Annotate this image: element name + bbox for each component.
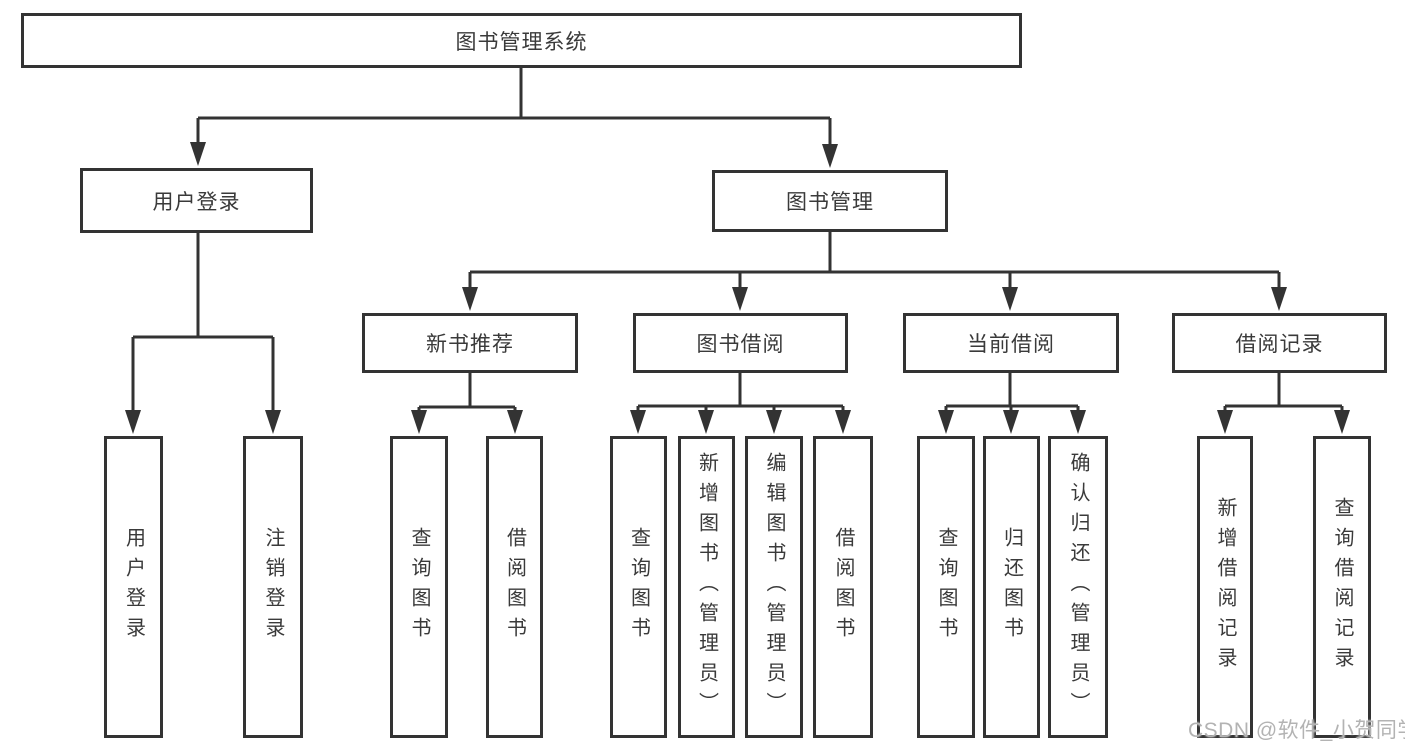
leaf-query-books-recommend: 查询图书 (390, 436, 448, 738)
node-user-login: 用户登录 (80, 168, 313, 233)
leaf-label: 借阅图书 (832, 527, 854, 647)
leaf-label: 确认归还（管理员） (1067, 452, 1089, 722)
node-borrow-record: 借阅记录 (1172, 313, 1387, 373)
leaf-user-login: 用户登录 (104, 436, 163, 738)
leaf-query-books-current: 查询图书 (917, 436, 975, 738)
leaf-borrow-books: 借阅图书 (813, 436, 873, 738)
connector-book-borrow-to-leaves (630, 373, 851, 434)
leaf-query-books-borrow: 查询图书 (610, 436, 667, 738)
leaf-label: 查询图书 (935, 527, 957, 647)
node-book-borrow: 图书借阅 (633, 313, 848, 373)
leaf-label: 新增图书（管理员） (695, 452, 718, 722)
connector-book-management-to-level3 (462, 232, 1287, 311)
watermark: CSDN @软件_小贺同学 (1188, 719, 1405, 742)
leaf-confirm-return-admin: 确认归还（管理员） (1048, 436, 1108, 738)
node-book-management: 图书管理 (712, 170, 948, 232)
leaf-label: 注销登录 (262, 527, 284, 647)
leaf-query-borrow-record: 查询借阅记录 (1313, 436, 1371, 738)
leaf-edit-books-admin: 编辑图书（管理员） (745, 436, 803, 738)
leaf-label: 归还图书 (1000, 527, 1023, 647)
leaf-label: 查询借阅记录 (1331, 497, 1353, 677)
leaf-label: 查询图书 (627, 527, 650, 647)
leaf-logout: 注销登录 (243, 436, 303, 738)
leaf-add-borrow-record: 新增借阅记录 (1197, 436, 1253, 738)
leaf-label: 新增借阅记录 (1214, 497, 1236, 677)
leaf-return-books: 归还图书 (983, 436, 1040, 738)
leaf-label: 查询图书 (408, 527, 430, 647)
node-new-book-recommend: 新书推荐 (362, 313, 578, 373)
leaf-label: 用户登录 (122, 527, 145, 647)
leaf-add-books-admin: 新增图书（管理员） (678, 436, 735, 738)
node-root: 图书管理系统 (21, 13, 1022, 68)
node-current-borrow: 当前借阅 (903, 313, 1119, 373)
leaf-borrow-books-recommend: 借阅图书 (486, 436, 543, 738)
leaf-label: 编辑图书（管理员） (763, 452, 785, 722)
connector-current-borrow-to-leaves (938, 373, 1086, 434)
connector-root-to-level2 (190, 68, 838, 168)
leaf-label: 借阅图书 (503, 527, 526, 647)
connector-new-book-recommend-to-leaves (411, 373, 523, 434)
connector-user-login-to-leaves (125, 233, 281, 434)
connector-borrow-record-to-leaves (1217, 373, 1350, 434)
